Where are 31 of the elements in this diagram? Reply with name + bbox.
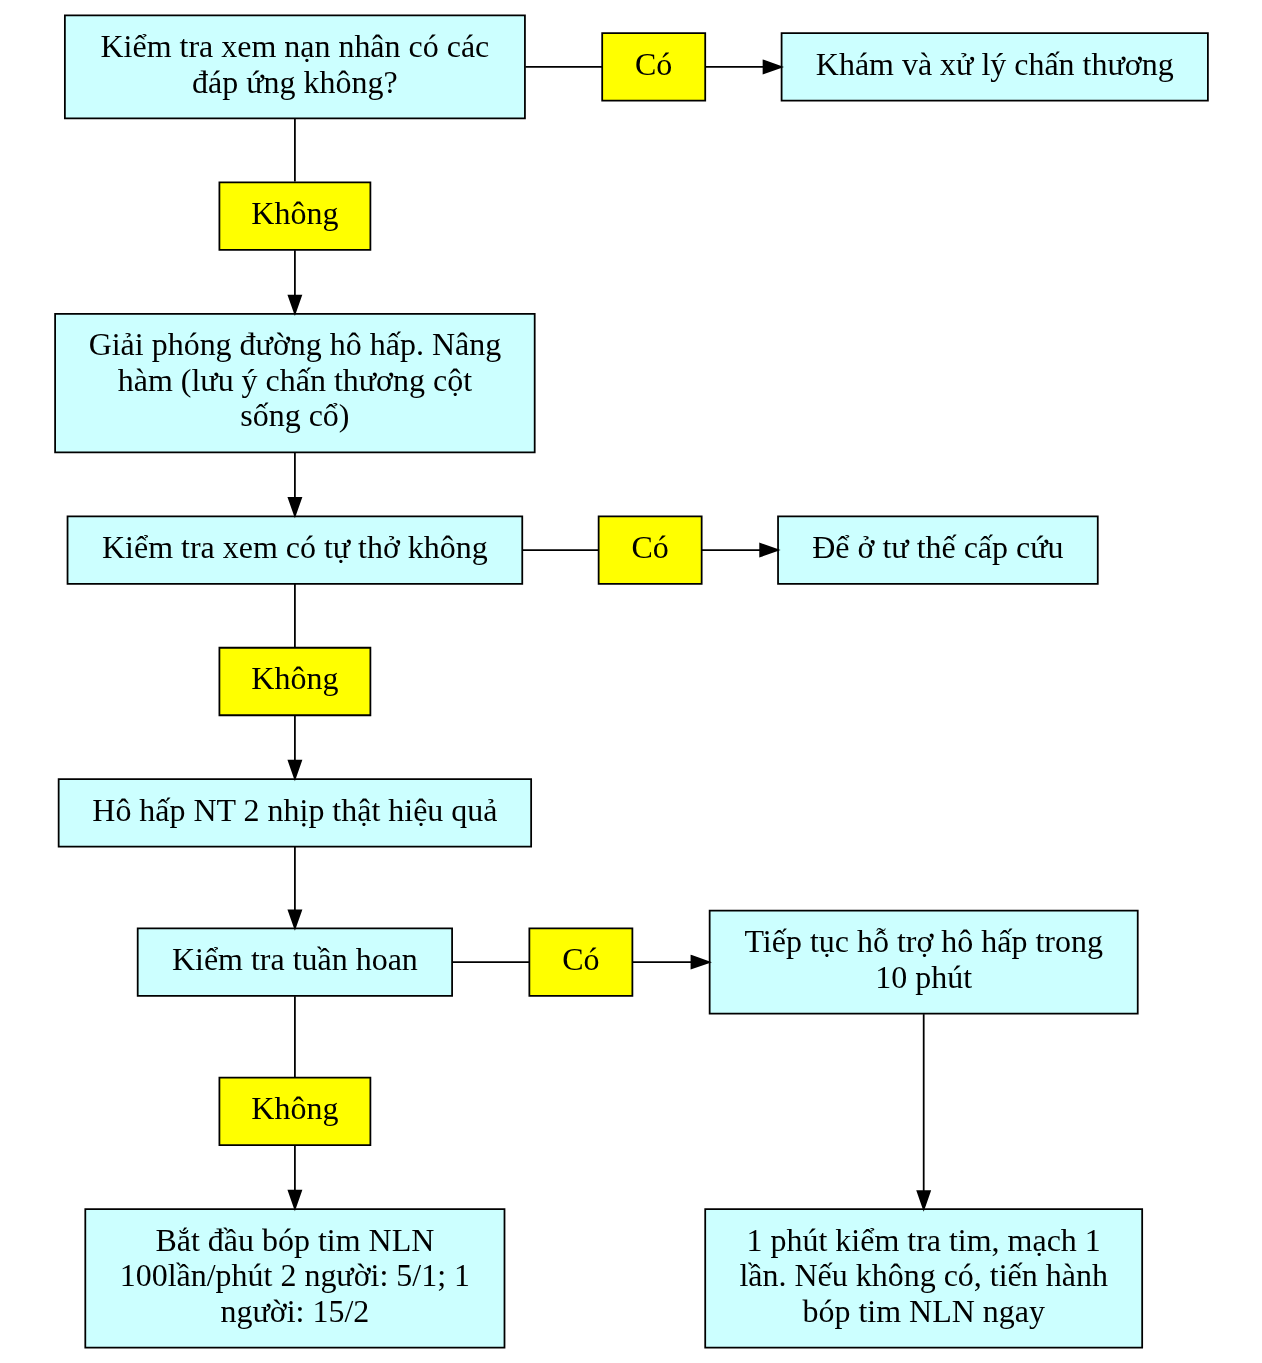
arrow bbox=[286, 1144, 302, 1212]
node-box: Có bbox=[600, 32, 706, 102]
node-box: Có bbox=[597, 515, 703, 585]
node-box: Giải phóng đường hô hấp. Nâng hàm (lưu ý chấn thương cột sống cổ) bbox=[53, 312, 536, 454]
arrow bbox=[286, 846, 302, 931]
node-box: Kiểm tra xem có tự thở không bbox=[66, 515, 523, 585]
node-box: Không bbox=[218, 1076, 371, 1146]
connector bbox=[521, 549, 599, 551]
connector bbox=[524, 66, 603, 68]
node-box: Kiểm tra xem nạn nhân có các đáp ứng không? bbox=[63, 14, 526, 120]
node-box: Để ở tư thế cấp cứu bbox=[776, 515, 1099, 585]
node-box: Không bbox=[218, 181, 371, 251]
node-box: Khám và xử lý chấn thương bbox=[780, 32, 1209, 102]
node-box: Kiểm tra tuần hoan bbox=[136, 927, 453, 997]
node-box: Có bbox=[528, 927, 633, 997]
connector bbox=[293, 583, 296, 648]
arrow bbox=[704, 59, 784, 75]
connector bbox=[451, 961, 530, 964]
node-box: 1 phút kiểm tra tim, mạch 1 lần. Nếu không có, tiến hành bóp tim NLN ngay bbox=[703, 1208, 1143, 1349]
arrow bbox=[286, 451, 302, 519]
node-box: Hô hấp NT 2 nhịp thật hiệu quả bbox=[57, 778, 532, 848]
arrow bbox=[915, 1013, 931, 1212]
connector bbox=[293, 995, 296, 1079]
arrow bbox=[700, 542, 781, 558]
arrow bbox=[631, 954, 712, 970]
connector bbox=[293, 117, 296, 183]
arrow bbox=[286, 714, 302, 782]
arrow bbox=[286, 249, 302, 316]
node-box: Tiếp tục hỗ trợ hô hấp trong 10 phút bbox=[708, 909, 1139, 1015]
node-box: Bắt đầu bóp tim NLN 100lần/phút 2 người: 5/1; 1 người: 15/2 bbox=[83, 1208, 505, 1349]
node-box: Không bbox=[218, 646, 371, 717]
